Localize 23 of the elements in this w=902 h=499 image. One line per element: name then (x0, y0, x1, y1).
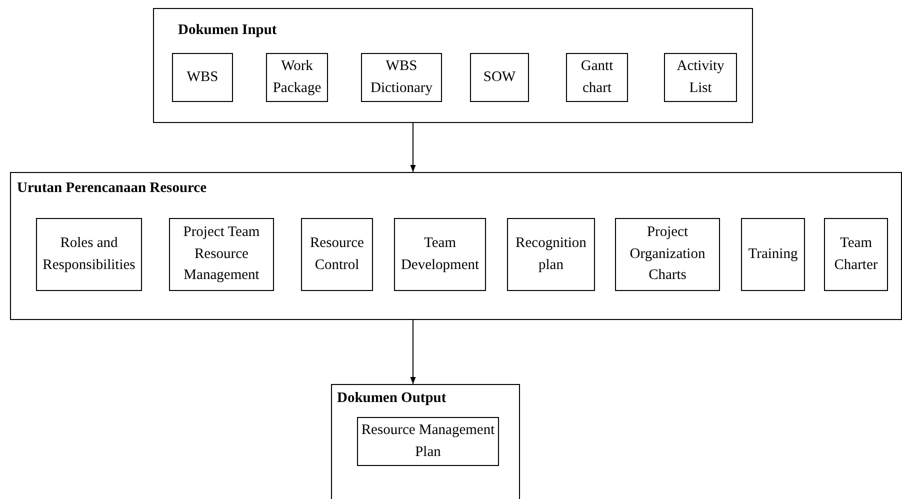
process-box: SOW (470, 53, 529, 102)
arrow (410, 122, 416, 172)
process-box: Team Charter (824, 218, 888, 291)
group-title: Urutan Perencanaan Resource (17, 180, 207, 197)
group-box (331, 384, 520, 499)
process-box: Resource Control (301, 218, 373, 291)
process-box: Training (741, 218, 805, 291)
process-box: WBS (172, 53, 233, 102)
process-box: Project Organization Charts (615, 218, 720, 291)
process-box: Project Team Resource Management (169, 218, 274, 291)
process-box: Work Package (266, 53, 328, 102)
process-box: Recognition plan (507, 218, 595, 291)
group-title: Dokumen Input (178, 22, 277, 39)
process-box: Roles and Responsibilities (36, 218, 142, 291)
process-box: Team Development (394, 218, 486, 291)
arrow (410, 320, 416, 384)
process-box: Resource Management Plan (357, 417, 499, 466)
process-box: WBS Dictionary (361, 53, 442, 102)
process-box: Activity List (664, 53, 737, 102)
group-box (153, 8, 753, 123)
group-box (10, 172, 902, 320)
group-title: Dokumen Output (337, 390, 446, 407)
process-box: Gantt chart (566, 53, 628, 102)
